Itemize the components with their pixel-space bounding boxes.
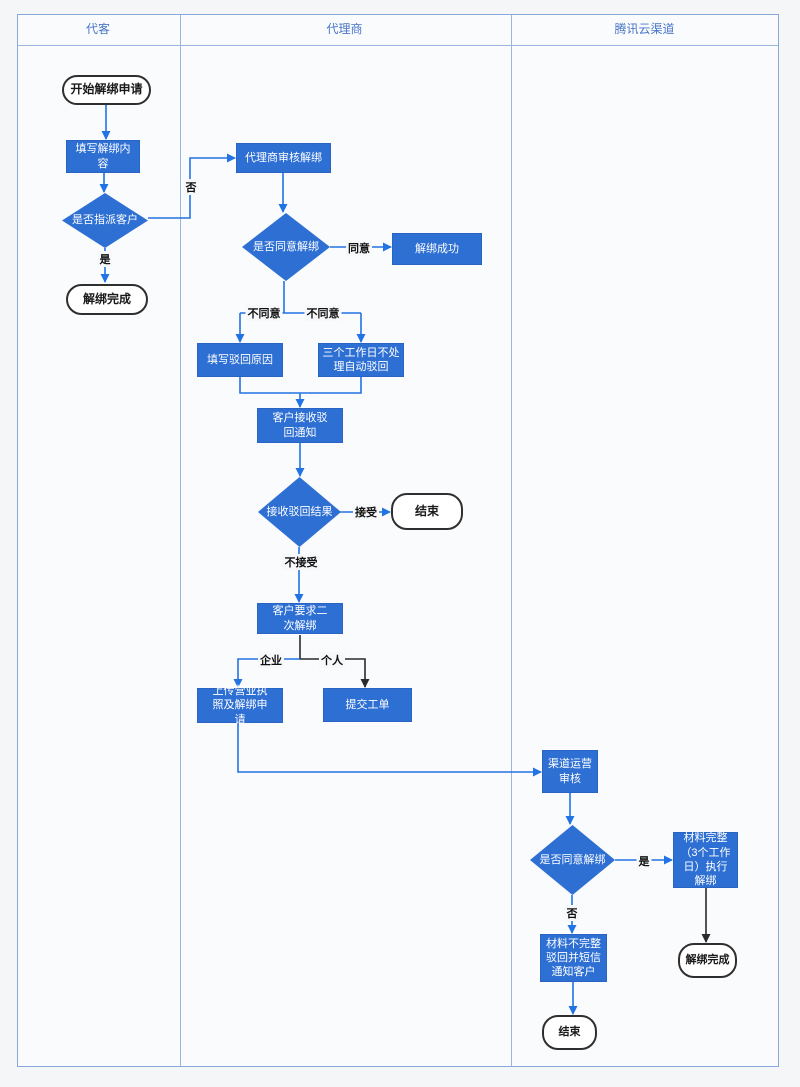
- header-divider: [18, 45, 778, 46]
- node-unbind-complete-terminator-1: 解绑完成: [66, 284, 148, 315]
- lane-header-customer: 代客: [85, 22, 110, 36]
- node-submit-ticket: 提交工单: [323, 688, 412, 722]
- node-material-complete-execute: 材料完整（3个工作日）执行解绑: [673, 832, 738, 888]
- node-upload-license: 上传营业执照及解绑申请: [197, 685, 283, 726]
- node-customer-receive-reject-notice: 客户接收驳回通知: [257, 408, 343, 443]
- node-end-terminator-1: 结束: [391, 493, 463, 530]
- node-unbind-complete-terminator-2: 解绑完成: [678, 943, 737, 978]
- edge-label-yes-assign: 是: [97, 251, 113, 267]
- lane-header-tencent-channel: 腾讯云渠道: [614, 22, 675, 36]
- swimlane-table: [17, 14, 779, 1067]
- lane-divider-1: [180, 15, 181, 1066]
- edge-label-enterprise: 企业: [258, 652, 284, 668]
- edge-label-agree: 同意: [346, 240, 372, 256]
- edge-label-not-accept: 不接受: [282, 554, 320, 570]
- edge-label-material-no: 否: [564, 905, 580, 921]
- edge-label-personal: 个人: [319, 652, 345, 668]
- node-customer-second-unbind: 客户要求二次解绑: [257, 603, 343, 634]
- node-fill-reject-reason: 填写驳回原因: [197, 343, 283, 377]
- node-unbind-success: 解绑成功: [392, 233, 482, 265]
- edge-label-material-yes: 是: [636, 853, 652, 869]
- node-agent-review: 代理商审核解绑: [236, 143, 331, 173]
- node-material-incomplete-reject: 材料不完整驳回并短信通知客户: [540, 934, 607, 982]
- node-channel-ops-review: 渠道运营审核: [542, 750, 598, 793]
- edge-label-disagree-right: 不同意: [304, 305, 342, 321]
- node-start-terminator: 开始解绑申请: [62, 75, 151, 105]
- lane-divider-2: [511, 15, 512, 1066]
- node-auto-reject-3days: 三个工作日不处理自动驳回: [318, 343, 404, 377]
- edge-label-accept: 接受: [353, 504, 379, 520]
- edge-label-no-assign: 否: [183, 179, 199, 195]
- node-fill-unbind-content: 填写解绑内容: [66, 140, 140, 173]
- edge-label-disagree-left: 不同意: [245, 305, 283, 321]
- lane-header-agent: 代理商: [326, 22, 363, 36]
- node-end-terminator-2: 结束: [542, 1015, 597, 1050]
